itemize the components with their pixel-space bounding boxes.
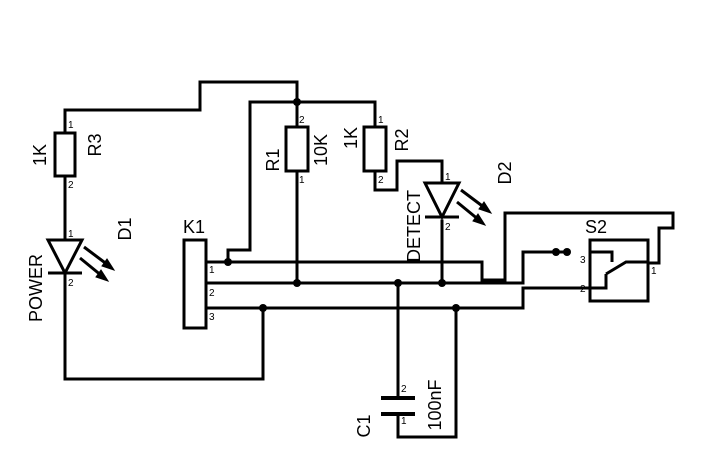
r1-ref: R1	[263, 148, 283, 171]
junction-dot	[293, 279, 301, 287]
d2-pin-bottom: 2	[445, 222, 451, 233]
resistors	[53, 125, 388, 178]
s2-contact-bottom	[590, 274, 608, 290]
junction-dot	[224, 258, 232, 266]
r2-pin-top: 1	[378, 115, 384, 126]
wire-r2-d2	[373, 159, 444, 192]
d1-pin-bottom: 2	[68, 278, 74, 289]
d2-emission-arrows	[456, 188, 493, 226]
s2-lever	[605, 260, 648, 276]
wire-d1-return	[63, 271, 265, 381]
component-labels: 1K R3 R1 10K 1K R2 D1 POWER D2 DETECT C1…	[26, 127, 607, 438]
c1-value: 100nF	[425, 379, 445, 430]
wire-k1-pin2	[204, 250, 570, 285]
wire-c1-bottom	[396, 306, 458, 439]
r1-pin-top: 2	[299, 115, 305, 126]
r1-value: 10K	[311, 134, 331, 166]
junction-dot	[259, 304, 267, 312]
d2-triangle	[422, 181, 462, 221]
s2-pin-3: 3	[580, 255, 586, 266]
d2-pin-top: 1	[445, 172, 451, 183]
k1-pin-2: 2	[209, 288, 215, 299]
c1-pin-top: 2	[401, 384, 407, 395]
r1-pin-bottom: 1	[299, 175, 305, 186]
junction-dot	[293, 98, 301, 106]
r2-ref: R2	[392, 128, 412, 151]
junction-dot	[563, 248, 571, 256]
r1-body	[284, 125, 310, 173]
wire-top-right	[248, 100, 377, 129]
d2-ref: D2	[495, 161, 515, 184]
wire-k1-pin1-branch	[226, 100, 252, 264]
wire-k1-pin1	[204, 211, 675, 282]
r3-value: 1K	[30, 144, 50, 166]
k1-connector-body	[182, 238, 208, 330]
d1-emission-arrows	[79, 245, 116, 282]
junction-dot	[452, 304, 460, 312]
d2-led	[422, 181, 462, 221]
s2-contact-top	[590, 250, 614, 262]
r3-body	[53, 131, 77, 178]
r3-pin-top: 1	[68, 120, 74, 131]
r2-value: 1K	[341, 127, 361, 149]
k1-pin-3: 3	[209, 312, 215, 323]
c1-ref: C1	[354, 414, 374, 437]
d2-label: DETECT	[404, 190, 424, 262]
r3-pin-bottom: 2	[68, 180, 74, 191]
r3-ref: R3	[85, 133, 105, 156]
k1-ref: K1	[183, 217, 205, 237]
wire-top-left	[63, 80, 299, 135]
s2-body	[588, 238, 650, 303]
s2-switch	[588, 238, 650, 303]
d1-triangle	[45, 238, 85, 277]
d1-label: POWER	[26, 254, 46, 322]
s2-pin-2: 2	[580, 284, 586, 295]
r2-pin-bottom: 2	[378, 175, 384, 186]
s2-pin-1: 1	[651, 266, 657, 277]
r2-body	[362, 125, 388, 173]
d1-pin-top: 1	[68, 229, 74, 240]
d1-led	[45, 238, 85, 277]
wires	[63, 80, 675, 439]
junction-dot	[438, 279, 446, 287]
pin-numbers: 1 2 2 1 1 2 1 2 1 2 1 2 3 3 2 1 2 1	[68, 115, 657, 427]
c1-pin-bottom: 1	[401, 416, 407, 427]
junction-dot	[394, 279, 402, 287]
s2-ref: S2	[585, 217, 607, 237]
k1-pin-1: 1	[209, 265, 215, 276]
d1-ref: D1	[115, 217, 135, 240]
junction-dot	[552, 248, 560, 256]
c1-capacitor	[381, 396, 415, 416]
wire-k1-pin3	[204, 286, 592, 310]
junctions	[224, 98, 571, 312]
